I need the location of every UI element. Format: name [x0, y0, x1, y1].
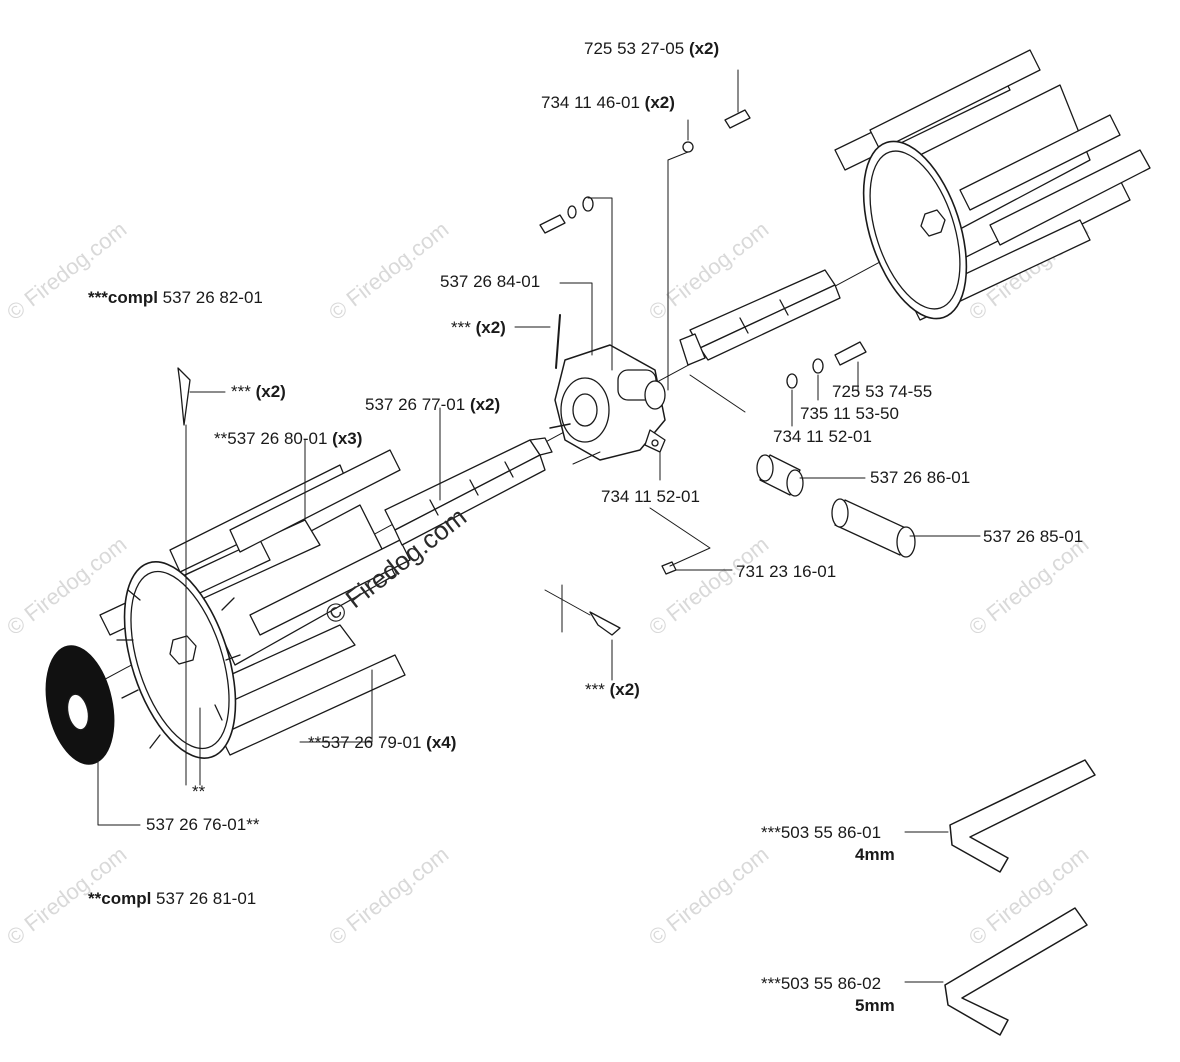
part-label-734-11-46-01: 734 11 46-01 (x2) — [541, 93, 675, 113]
sleeve-short — [756, 454, 804, 497]
part-label-735-11-53-50: 735 11 53-50 — [800, 404, 899, 424]
quantity: (x2) — [469, 395, 501, 414]
gearbox — [549, 344, 666, 461]
part-label-503-55-86-02: ***503 55 86-02 — [761, 974, 881, 994]
marker: ** — [192, 782, 206, 801]
hex-key-5mm — [944, 907, 1088, 1036]
part-label-537-26-84-01: 537 26 84-01 — [440, 272, 540, 292]
marker: ** — [214, 429, 228, 448]
bolt-upper-left — [539, 196, 594, 234]
clip-pin-left — [177, 367, 191, 426]
part-label-clip-x2: *** (x2) — [231, 382, 286, 402]
part-number: 734 11 52-01 — [601, 487, 700, 506]
part-number: 537 26 82-01 — [162, 288, 263, 307]
right-shaft — [679, 269, 841, 366]
part-label-537-26-85-01: 537 26 85-01 — [983, 527, 1083, 547]
part-label-compl-537-26-81-01: **compl 537 26 81-01 — [88, 889, 256, 909]
part-label-731-23-16-01: 731 23 16-01 — [736, 562, 836, 582]
pin — [555, 314, 561, 369]
part-label-pin-x2: *** (x2) — [451, 318, 506, 338]
marker: *** — [585, 680, 605, 699]
part-number: 735 11 53-50 — [800, 404, 899, 423]
sleeve-long — [831, 498, 916, 558]
marker: ** — [88, 889, 102, 908]
marker: ** — [308, 733, 322, 752]
part-label-734-11-52-01-a: 734 11 52-01 — [773, 427, 872, 447]
part-number: ***503 55 86-01 — [761, 823, 882, 842]
part-number: 725 53 74-55 — [832, 382, 933, 401]
part-label-clip-lower-x2: *** (x2) — [585, 680, 640, 700]
part-number: 537 26 77-01 — [365, 395, 466, 414]
part-number: 537 26 80-01 — [227, 429, 328, 448]
left-tine-rotor — [99, 449, 411, 759]
part-number: 734 11 52-01 — [773, 427, 872, 446]
part-number: 731 23 16-01 — [736, 562, 837, 581]
part-label-537-26-79-01: **537 26 79-01 (x4) — [308, 733, 456, 753]
part-label-537-26-86-01: 537 26 86-01 — [870, 468, 970, 488]
part-number: ***503 55 86-02 — [761, 974, 882, 993]
bolt-right — [786, 341, 867, 389]
bolt-top — [682, 109, 751, 153]
quantity: (x2) — [644, 93, 675, 112]
part-number: 537 26 86-01 — [870, 468, 971, 487]
part-label-compl-537-26-82-01: ***compl 537 26 82-01 — [88, 288, 263, 308]
part-number: 537 26 85-01 — [983, 527, 1084, 546]
marker: *** — [451, 318, 471, 337]
quantity: (x2) — [688, 39, 720, 58]
quantity: (x4) — [426, 733, 457, 752]
part-number: 537 26 84-01 — [440, 272, 541, 291]
clip-pin-lower — [589, 611, 621, 636]
marker: *** — [231, 382, 251, 401]
part-label-537-26-77-01: 537 26 77-01 (x2) — [365, 395, 500, 415]
size-label-5mm: 5mm — [855, 996, 895, 1015]
quantity: (x2) — [255, 382, 286, 401]
part-label-734-11-52-01-b: 734 11 52-01 — [601, 487, 700, 507]
size-label-4mm: 4mm — [855, 845, 895, 864]
part-number: 734 11 46-01 — [541, 93, 640, 112]
left-shaft — [384, 437, 553, 546]
right-tine-rotor — [834, 49, 1151, 321]
part-label-503-55-86-01: ***503 55 86-01 — [761, 823, 881, 843]
compl-text: compl — [107, 288, 158, 307]
compl-text: compl — [101, 889, 152, 908]
part-number: 725 53 27-05 — [584, 39, 685, 58]
part-number: 537 26 76-01** — [146, 815, 260, 834]
part-label-725-53-27-05: 725 53 27-05 (x2) — [584, 39, 719, 59]
leader-lines — [97, 69, 981, 983]
part-number: 537 26 79-01 — [321, 733, 422, 752]
part-number: 537 26 81-01 — [156, 889, 257, 908]
protective-disc — [45, 645, 115, 765]
quantity: (x2) — [475, 318, 506, 337]
marker: *** — [88, 288, 108, 307]
quantity: (x2) — [609, 680, 640, 699]
hex-key-4mm — [949, 759, 1096, 873]
part-label-537-26-76-01: 537 26 76-01** — [146, 815, 259, 835]
part-label-rotor-marker: ** — [192, 782, 205, 802]
part-label-537-26-80-01: **537 26 80-01 (x3) — [214, 429, 362, 449]
part-label-725-53-74-55: 725 53 74-55 — [832, 382, 932, 402]
quantity: (x3) — [332, 429, 363, 448]
